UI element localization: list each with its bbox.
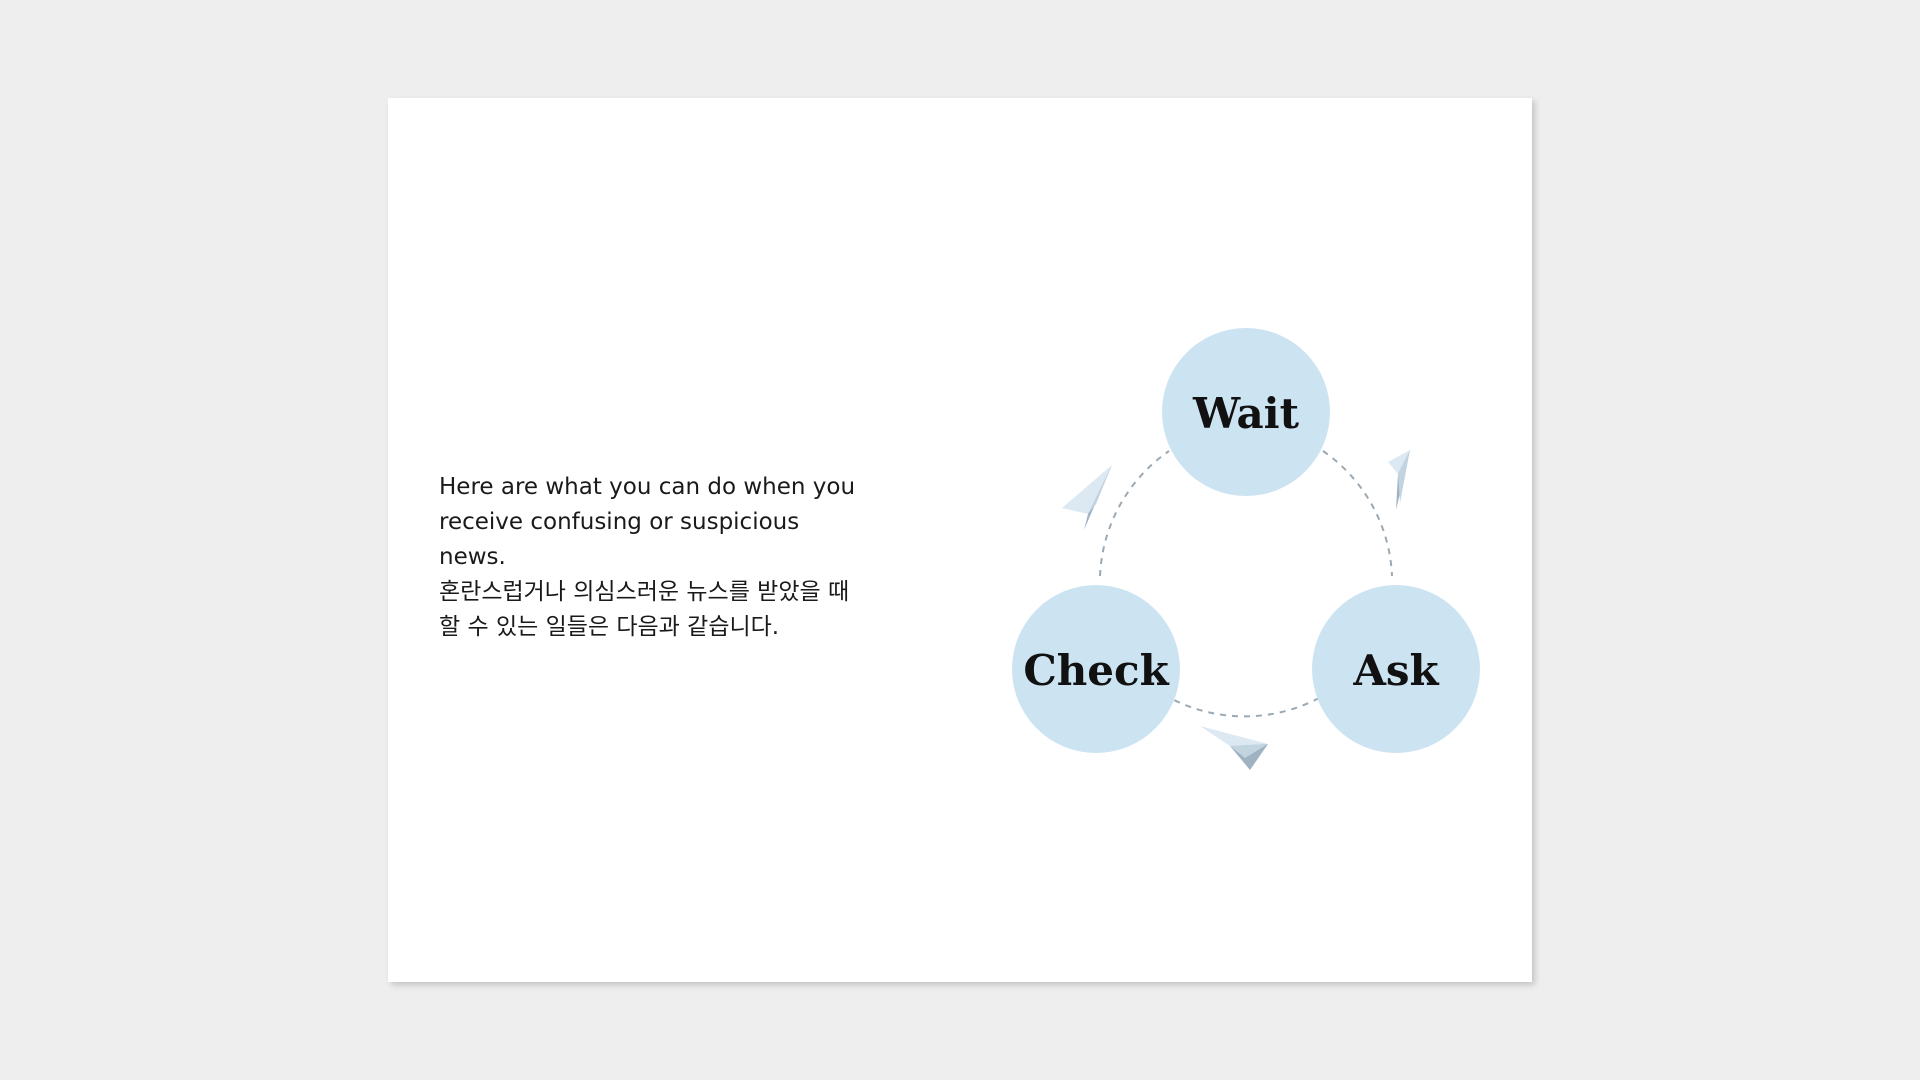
cycle-node-check: Check (1012, 585, 1180, 753)
paper-plane-icon (1200, 726, 1268, 770)
cycle-diagram: Wait Ask Check (1012, 328, 1480, 770)
node-label-ask: Ask (1352, 646, 1439, 695)
slide: Here are what you can do when you receiv… (388, 98, 1532, 982)
node-label-wait: Wait (1192, 389, 1300, 438)
intro-korean: 혼란스럽거나 의심스러운 뉴스를 받았을 때 할 수 있는 일들은 다음과 같습… (439, 579, 850, 640)
cycle-node-ask: Ask (1312, 585, 1480, 753)
paper-plane-icon (1388, 450, 1410, 510)
node-label-check: Check (1023, 646, 1169, 695)
intro-english: Here are what you can do when you receiv… (439, 474, 856, 570)
connector-check-wait (1099, 450, 1170, 577)
intro-text: Here are what you can do when you receiv… (439, 470, 869, 645)
connector-ask-check (1173, 697, 1320, 718)
cycle-node-wait: Wait (1162, 328, 1330, 496)
connector-wait-ask (1322, 450, 1393, 577)
paper-plane-icon (1062, 465, 1112, 530)
